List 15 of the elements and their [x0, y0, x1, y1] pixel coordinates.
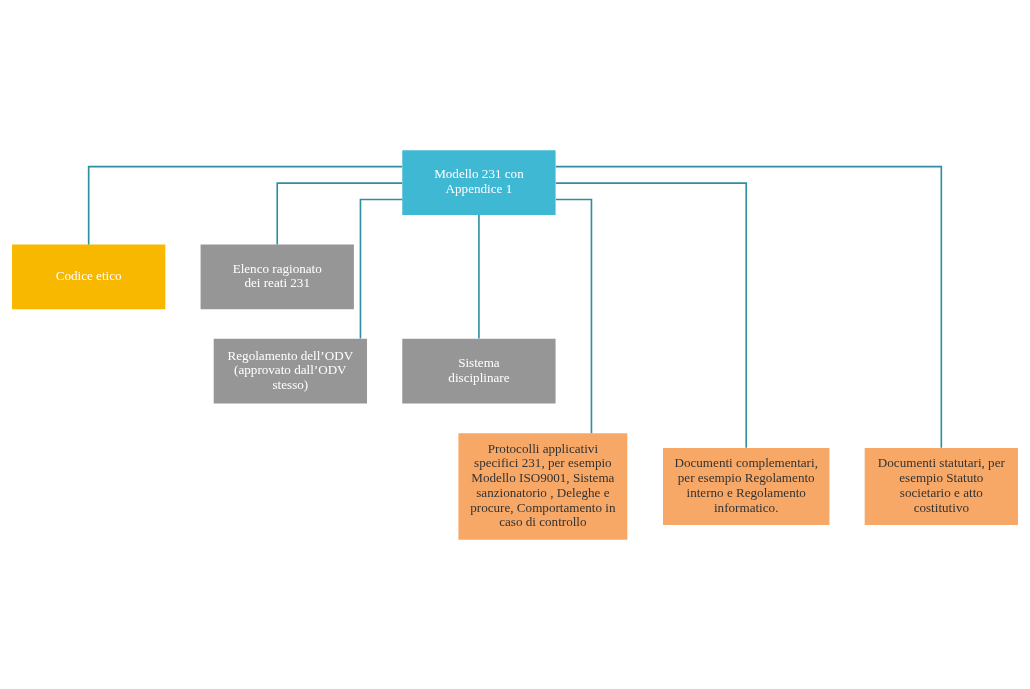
node-box: Sistema disciplinare — [402, 338, 556, 404]
node-box: Regolamento dell’ODV (approvato dall’ODV stesso) — [213, 338, 367, 404]
connector — [87, 165, 403, 245]
node-box: Elenco ragionato dei reati 231 — [200, 244, 354, 309]
connector — [555, 165, 943, 449]
node-box: Documenti statutari, per esempio Statuto societario e atto costitutivo — [864, 447, 1018, 525]
node-box: Codice etico — [12, 244, 166, 309]
connector — [359, 198, 404, 339]
connector — [555, 181, 748, 448]
node-box: Modello 231 con Appendice 1 — [402, 149, 556, 215]
node-box: Protocolli applicativi specifici 231, per esempio Modello ISO9001, Sistema sanzionatorio , Deleghe e procure, Comportamento in caso di controllo — [458, 432, 628, 540]
connector — [555, 198, 593, 434]
node-box: Documenti complementari, per esempio Regolamento interno e Regolamento informatico. — [663, 447, 830, 525]
connector — [276, 181, 403, 245]
connector — [478, 213, 480, 339]
